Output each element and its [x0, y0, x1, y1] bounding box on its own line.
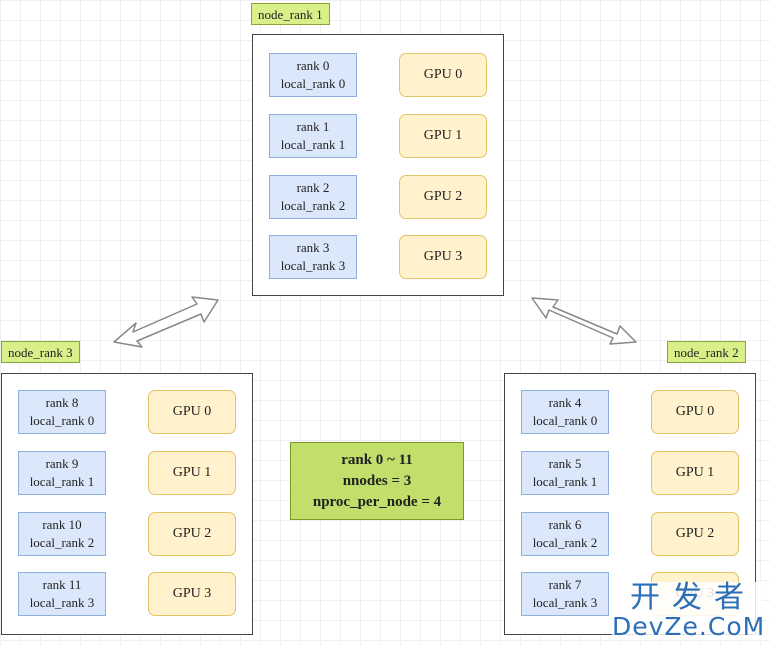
rank-row: rank 4 local_rank 0 GPU 0: [505, 390, 755, 434]
rank-box: rank 9 local_rank 1: [18, 451, 106, 495]
summary-rank-range: rank 0 ~ 11: [341, 451, 413, 468]
rank-label: rank 9: [45, 456, 79, 471]
gpu-box: GPU 0: [651, 390, 739, 434]
rank-box: rank 8 local_rank 0: [18, 390, 106, 434]
local-rank-label: local_rank 2: [29, 535, 95, 550]
rank-row: rank 10 local_rank 2 GPU 2: [2, 512, 252, 556]
gpu-box: GPU 2: [399, 175, 487, 219]
rank-box: rank 2 local_rank 2: [269, 175, 357, 219]
local-rank-label: local_rank 0: [280, 76, 346, 91]
rank-row: rank 6 local_rank 2 GPU 2: [505, 512, 755, 556]
rank-box: rank 4 local_rank 0: [521, 390, 609, 434]
rank-row: rank 5 local_rank 1 GPU 1: [505, 451, 755, 495]
rank-label: rank 1: [296, 119, 330, 134]
rank-label: rank 5: [548, 456, 582, 471]
local-rank-label: local_rank 1: [532, 474, 598, 489]
rank-row: rank 2 local_rank 2 GPU 2: [253, 175, 503, 219]
rank-box: rank 5 local_rank 1: [521, 451, 609, 495]
gpu-box: GPU 3: [399, 235, 487, 279]
node-box: rank 4 local_rank 0 GPU 0 rank 5 local_r…: [504, 373, 756, 635]
rank-label: rank 11: [42, 577, 82, 592]
rank-label: rank 8: [45, 395, 79, 410]
node-label: node_rank 1: [251, 3, 330, 25]
gpu-box: GPU 1: [148, 451, 236, 495]
rank-box: rank 0 local_rank 0: [269, 53, 357, 97]
bidirectional-arrow-left: [113, 296, 219, 348]
local-rank-label: local_rank 1: [29, 474, 95, 489]
summary-nproc-per-node: nproc_per_node = 4: [312, 493, 442, 510]
rank-box: rank 1 local_rank 1: [269, 114, 357, 158]
rank-label: rank 6: [548, 517, 582, 532]
gpu-box: GPU 1: [651, 451, 739, 495]
rank-row: rank 1 local_rank 1 GPU 1: [253, 114, 503, 158]
rank-label: rank 3: [296, 240, 330, 255]
rank-label: rank 10: [42, 517, 82, 532]
node-box: rank 0 local_rank 0 GPU 0 rank 1 local_r…: [252, 34, 504, 296]
rank-box: rank 6 local_rank 2: [521, 512, 609, 556]
watermark-en-text: DevZe.CoM: [612, 611, 766, 641]
summary-nnodes: nnodes = 3: [342, 472, 412, 489]
rank-row: rank 8 local_rank 0 GPU 0: [2, 390, 252, 434]
gpu-box: GPU 0: [399, 53, 487, 97]
rank-box: rank 11 local_rank 3: [18, 572, 106, 616]
node-label: node_rank 3: [1, 341, 80, 363]
local-rank-label: local_rank 2: [532, 535, 598, 550]
bidirectional-arrow-right: [531, 297, 637, 345]
local-rank-label: local_rank 3: [280, 258, 346, 273]
watermark-logo: 开发者 DevZe.CoM: [612, 580, 766, 641]
rank-label: rank 2: [296, 180, 330, 195]
local-rank-label: local_rank 1: [280, 137, 346, 152]
gpu-box: GPU 0: [148, 390, 236, 434]
rank-box: rank 10 local_rank 2: [18, 512, 106, 556]
rank-label: rank 7: [548, 577, 582, 592]
node-box: rank 8 local_rank 0 GPU 0 rank 9 local_r…: [1, 373, 253, 635]
rank-box: rank 7 local_rank 3: [521, 572, 609, 616]
local-rank-label: local_rank 0: [532, 413, 598, 428]
rank-row: rank 3 local_rank 3 GPU 3: [253, 235, 503, 279]
rank-label: rank 4: [548, 395, 582, 410]
gpu-box: GPU 1: [399, 114, 487, 158]
rank-row: rank 0 local_rank 0 GPU 0: [253, 53, 503, 97]
summary-box: rank 0 ~ 11 nnodes = 3 nproc_per_node = …: [290, 442, 464, 520]
local-rank-label: local_rank 3: [532, 595, 598, 610]
node-label: node_rank 2: [667, 341, 746, 363]
rank-box: rank 3 local_rank 3: [269, 235, 357, 279]
watermark-cn-text: 开发者: [630, 580, 756, 616]
gpu-box: GPU 3: [148, 572, 236, 616]
local-rank-label: local_rank 0: [29, 413, 95, 428]
gpu-box: GPU 2: [148, 512, 236, 556]
local-rank-label: local_rank 3: [29, 595, 95, 610]
rank-row: rank 11 local_rank 3 GPU 3: [2, 572, 252, 616]
rank-label: rank 0: [296, 58, 330, 73]
rank-row: rank 9 local_rank 1 GPU 1: [2, 451, 252, 495]
gpu-box: GPU 2: [651, 512, 739, 556]
local-rank-label: local_rank 2: [280, 198, 346, 213]
